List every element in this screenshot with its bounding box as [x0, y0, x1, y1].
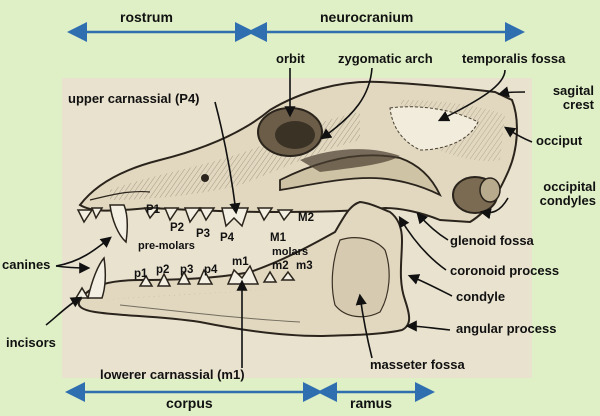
region-rostrum: rostrum — [120, 9, 173, 25]
tooth-P1: P1 — [146, 204, 161, 216]
tooth-M1: M1 — [270, 232, 286, 244]
label-orbit: orbit — [276, 51, 305, 66]
masseter-fossa-shape — [331, 237, 390, 318]
tooth-m3: m3 — [296, 260, 313, 272]
label-pre-molars: pre-molars — [138, 240, 195, 252]
label-temporalis-fossa: temporalis fossa — [462, 51, 566, 66]
tooth-p4: p4 — [204, 264, 218, 276]
tooth-m2: m2 — [272, 260, 289, 272]
region-corpus: corpus — [166, 395, 213, 411]
tooth-p2: p2 — [156, 264, 170, 276]
label-upper-carnassial: upper carnassial (P4) — [68, 91, 200, 106]
tooth-M2: M2 — [298, 212, 314, 224]
region-neurocranium: neurocranium — [320, 9, 414, 25]
label-incisors: incisors — [6, 335, 56, 350]
tooth-P3: P3 — [196, 228, 211, 240]
tooth-m1: m1 — [232, 256, 249, 268]
tooth-P2: P2 — [170, 222, 185, 234]
tooth-p3: p3 — [180, 264, 194, 276]
label-occiput: occiput — [536, 133, 583, 148]
upper-teeth — [76, 204, 294, 244]
tooth-p1: p1 — [134, 268, 148, 280]
pointer-arrows — [45, 67, 533, 368]
label-occipital-condyles: occipital condyles — [539, 179, 596, 209]
label-sagital-crest: sagital crest — [552, 83, 594, 113]
tooth-P4: P4 — [220, 232, 235, 244]
lower-teeth — [74, 256, 296, 299]
label-lower-carnassial: lowerer carnassial (m1) — [100, 367, 245, 382]
label-angular-process: angular process — [456, 321, 557, 336]
label-condyle: condyle — [456, 289, 506, 304]
label-masseter-fossa: masseter fossa — [370, 357, 465, 372]
label-molars: molars — [272, 246, 309, 258]
region-ramus: ramus — [350, 395, 393, 411]
label-glenoid-fossa: glenoid fossa — [450, 233, 534, 248]
label-zygomatic-arch: zygomatic arch — [338, 51, 433, 66]
label-canines: canines — [2, 257, 51, 272]
label-coronoid-process: coronoid process — [450, 263, 560, 278]
